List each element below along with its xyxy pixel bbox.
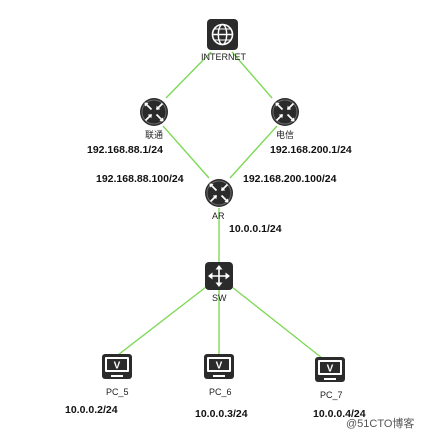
pc6-label: PC_6 <box>209 387 232 397</box>
router-icon <box>140 98 168 126</box>
link-dianxin-ar <box>229 125 278 179</box>
ar-label: AR <box>212 211 225 221</box>
pc7-node[interactable]: V <box>315 357 345 382</box>
sw-node[interactable] <box>205 262 233 290</box>
liantong-label: 联通 <box>145 130 164 140</box>
ip-liantong: 192.168.88.1/24 <box>87 144 163 156</box>
router-icon <box>271 98 299 126</box>
links <box>117 51 323 359</box>
pc7-label: PC_7 <box>320 390 343 400</box>
svg-text:V: V <box>114 361 121 372</box>
pc-icon: V <box>204 354 234 379</box>
ip-pc6: 10.0.0.3/24 <box>195 408 248 420</box>
svg-text:V: V <box>327 364 334 375</box>
ip-ar-right: 192.168.200.100/24 <box>243 173 337 185</box>
link-liantong-ar <box>162 125 210 179</box>
ip-dianxin: 192.168.200.1/24 <box>270 144 352 156</box>
ip-pc5: 10.0.0.2/24 <box>65 404 118 416</box>
liantong-node[interactable] <box>140 98 168 126</box>
pc-icon: V <box>315 357 345 382</box>
globe-icon <box>207 19 238 50</box>
pc-icon: V <box>102 354 132 379</box>
pc5-node[interactable]: V <box>102 354 132 379</box>
dianxin-node[interactable] <box>271 98 299 126</box>
sw-label: SW <box>212 293 227 303</box>
pc6-node[interactable]: V <box>204 354 234 379</box>
svg-text:V: V <box>216 361 223 372</box>
dianxin-label: 电信 <box>276 130 295 140</box>
link-internet-dianxin <box>231 51 273 99</box>
router-icon <box>205 179 233 207</box>
internet-node[interactable] <box>207 19 238 50</box>
watermark: @51CTO博客 <box>346 418 415 430</box>
internet-label: INTERNET <box>201 52 246 62</box>
link-sw-pc7 <box>231 286 323 359</box>
pc5-label: PC_5 <box>106 387 129 397</box>
link-sw-pc5 <box>117 286 207 356</box>
ip-ar-left: 192.168.88.100/24 <box>96 173 184 185</box>
ip-ar-down: 10.0.0.1/24 <box>229 223 282 235</box>
ip-pc7: 10.0.0.4/24 <box>313 408 366 420</box>
ar-node[interactable] <box>205 179 233 207</box>
switch-icon <box>205 262 233 290</box>
link-internet-liantong <box>165 51 212 99</box>
